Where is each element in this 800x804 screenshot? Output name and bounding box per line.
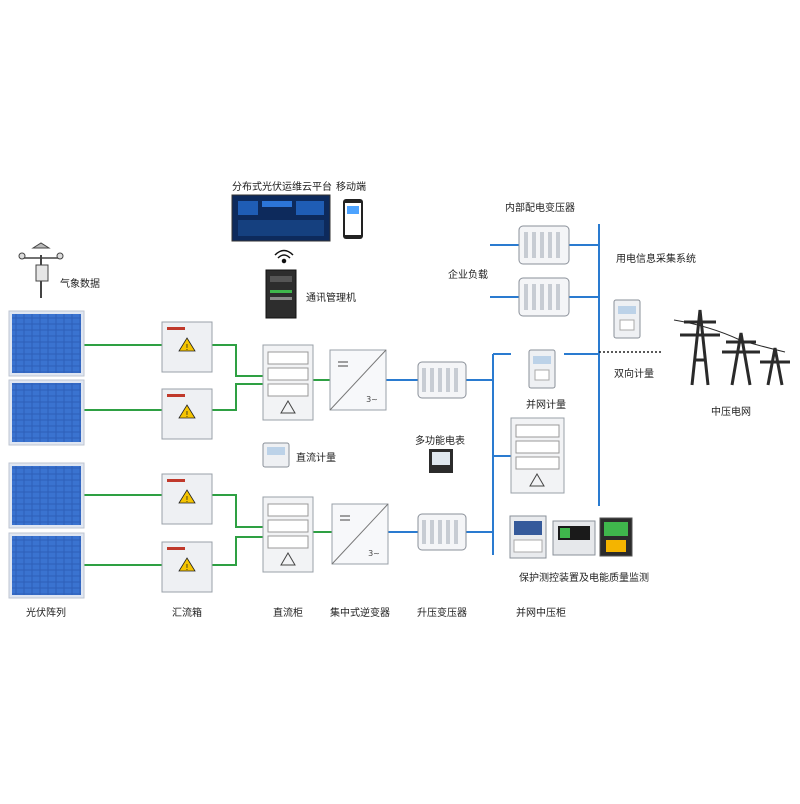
svg-text:!: ! bbox=[185, 563, 188, 572]
mobile-device bbox=[343, 199, 363, 239]
step-up-transformer-label: 升压变压器 bbox=[417, 608, 467, 619]
pv-array-2 bbox=[8, 379, 85, 446]
combiner-box-1: ! bbox=[161, 321, 213, 373]
grid-cabinet-label: 并网中压柜 bbox=[516, 608, 566, 619]
grid-meter-label: 并网计量 bbox=[526, 400, 566, 411]
svg-text:!: ! bbox=[185, 343, 188, 352]
protection-label: 保护测控装置及电能质量监测 bbox=[519, 573, 649, 584]
combiner-box-4: ! bbox=[161, 541, 213, 593]
cloud-platform-label: 分布式光伏运维云平台 bbox=[232, 182, 332, 193]
internal-transformer-2 bbox=[518, 277, 570, 317]
comm-manager-label: 通讯管理机 bbox=[306, 293, 356, 304]
cloud-platform-screen bbox=[231, 194, 331, 242]
mv-cabinet bbox=[510, 417, 565, 494]
step-up-transformer-2 bbox=[417, 513, 467, 551]
internal-transformer-label: 内部配电变压器 bbox=[505, 203, 575, 214]
inverter-2: 3~ bbox=[331, 503, 389, 565]
dc-cabinet-1 bbox=[262, 344, 314, 421]
dc-cabinet-label: 直流柜 bbox=[273, 608, 303, 619]
pv-array-4 bbox=[8, 532, 85, 599]
weather-station-icon bbox=[18, 242, 64, 298]
transmission-tower-icons bbox=[673, 309, 790, 386]
multi-meter-label: 多功能电表 bbox=[415, 436, 465, 447]
pv-array-3 bbox=[8, 462, 85, 529]
dc-cabinet-2 bbox=[262, 496, 314, 573]
bidirectional-meter-label: 双向计量 bbox=[614, 369, 654, 380]
protection-device-1 bbox=[509, 515, 547, 559]
combiner-box-3: ! bbox=[161, 473, 213, 525]
grid-meter bbox=[528, 349, 556, 389]
multi-function-meter-device bbox=[429, 449, 453, 473]
comm-manager-device bbox=[265, 269, 297, 319]
mobile-label: 移动端 bbox=[336, 182, 366, 193]
combiner-box-label: 汇流箱 bbox=[172, 608, 202, 619]
pv-array-label: 光伏阵列 bbox=[26, 608, 66, 619]
combiner-box-2: ! bbox=[161, 388, 213, 440]
svg-text:!: ! bbox=[185, 495, 188, 504]
step-up-transformer-1 bbox=[417, 361, 467, 399]
wifi-icon bbox=[274, 249, 294, 264]
enterprise-load-label: 企业负载 bbox=[448, 270, 488, 281]
mv-grid-label: 中压电网 bbox=[711, 407, 751, 418]
weather-label: 气象数据 bbox=[60, 279, 100, 290]
pv-array-1 bbox=[8, 310, 85, 377]
protection-device-3 bbox=[599, 517, 633, 557]
protection-device-2 bbox=[552, 520, 596, 556]
internal-transformer-1 bbox=[518, 225, 570, 265]
info-collection-label: 用电信息采集系统 bbox=[616, 254, 696, 265]
inverter-1: 3~ bbox=[329, 349, 387, 411]
info-collection-meter bbox=[613, 299, 641, 339]
svg-text:!: ! bbox=[185, 410, 188, 419]
dc-meter-device bbox=[262, 442, 290, 468]
inverter-label: 集中式逆变器 bbox=[330, 608, 390, 619]
dc-meter-label: 直流计量 bbox=[296, 453, 336, 464]
dc-wiring bbox=[84, 344, 332, 566]
inverter-1-ac-text: 3~ bbox=[366, 395, 378, 404]
ac-wiring bbox=[386, 224, 628, 555]
inverter-2-ac-text: 3~ bbox=[368, 549, 380, 558]
